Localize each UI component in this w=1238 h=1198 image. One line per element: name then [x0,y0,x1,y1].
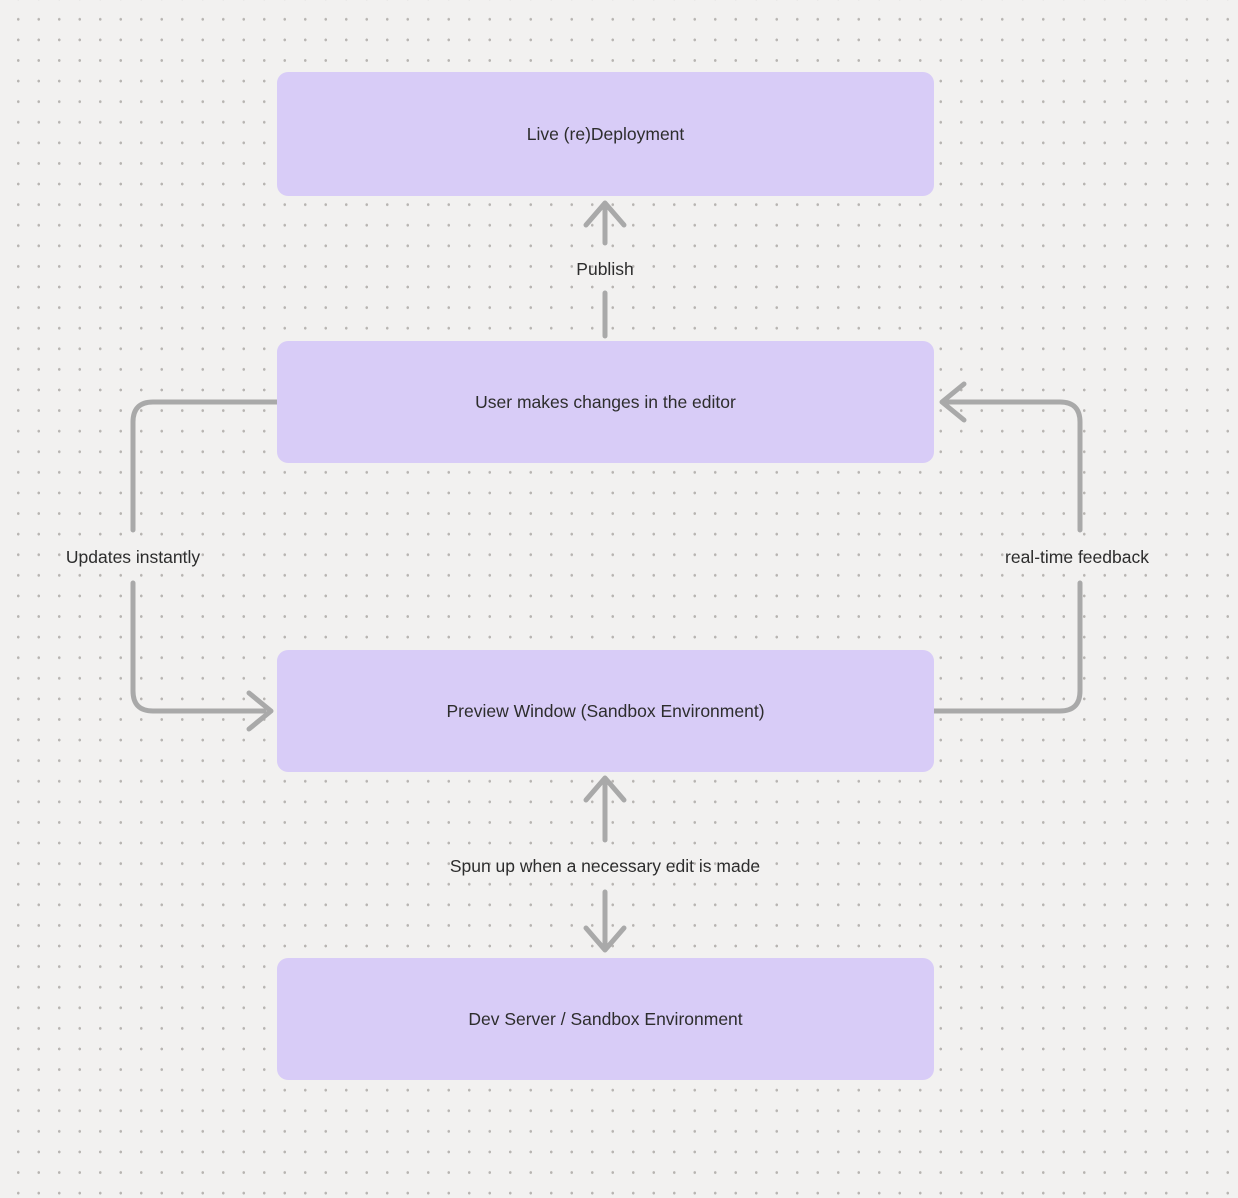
arrowhead-up-icon [583,200,627,228]
node-dev-server-label: Dev Server / Sandbox Environment [468,1008,743,1029]
edge-realtime-line-top [945,399,1083,533]
arrowhead-down-icon [583,925,627,953]
edge-updates-line-bottom [130,580,267,714]
node-dev-server: Dev Server / Sandbox Environment [277,958,934,1080]
node-user-editor-label: User makes changes in the editor [475,391,736,412]
node-live-redeployment: Live (re)Deployment [277,72,934,196]
edge-label-realtime-feedback: real-time feedback [1005,547,1149,567]
node-live-redeployment-label: Live (re)Deployment [526,123,685,144]
edge-label-publish: Publish [576,259,634,279]
arrowhead-left-icon [939,381,967,423]
edge-label-spun-up: Spun up when a necessary edit is made [449,856,761,876]
node-preview-window-label: Preview Window (Sandbox Environment) [446,700,765,721]
arrowhead-up-icon [583,775,627,803]
node-user-editor: User makes changes in the editor [277,341,934,463]
edge-realtime-line-bottom [930,580,1083,714]
edge-updates-line-top [130,399,281,533]
node-preview-window: Preview Window (Sandbox Environment) [277,650,934,772]
edge-label-updates-instantly: Updates instantly [65,547,201,567]
arrowhead-right-icon [246,690,274,732]
